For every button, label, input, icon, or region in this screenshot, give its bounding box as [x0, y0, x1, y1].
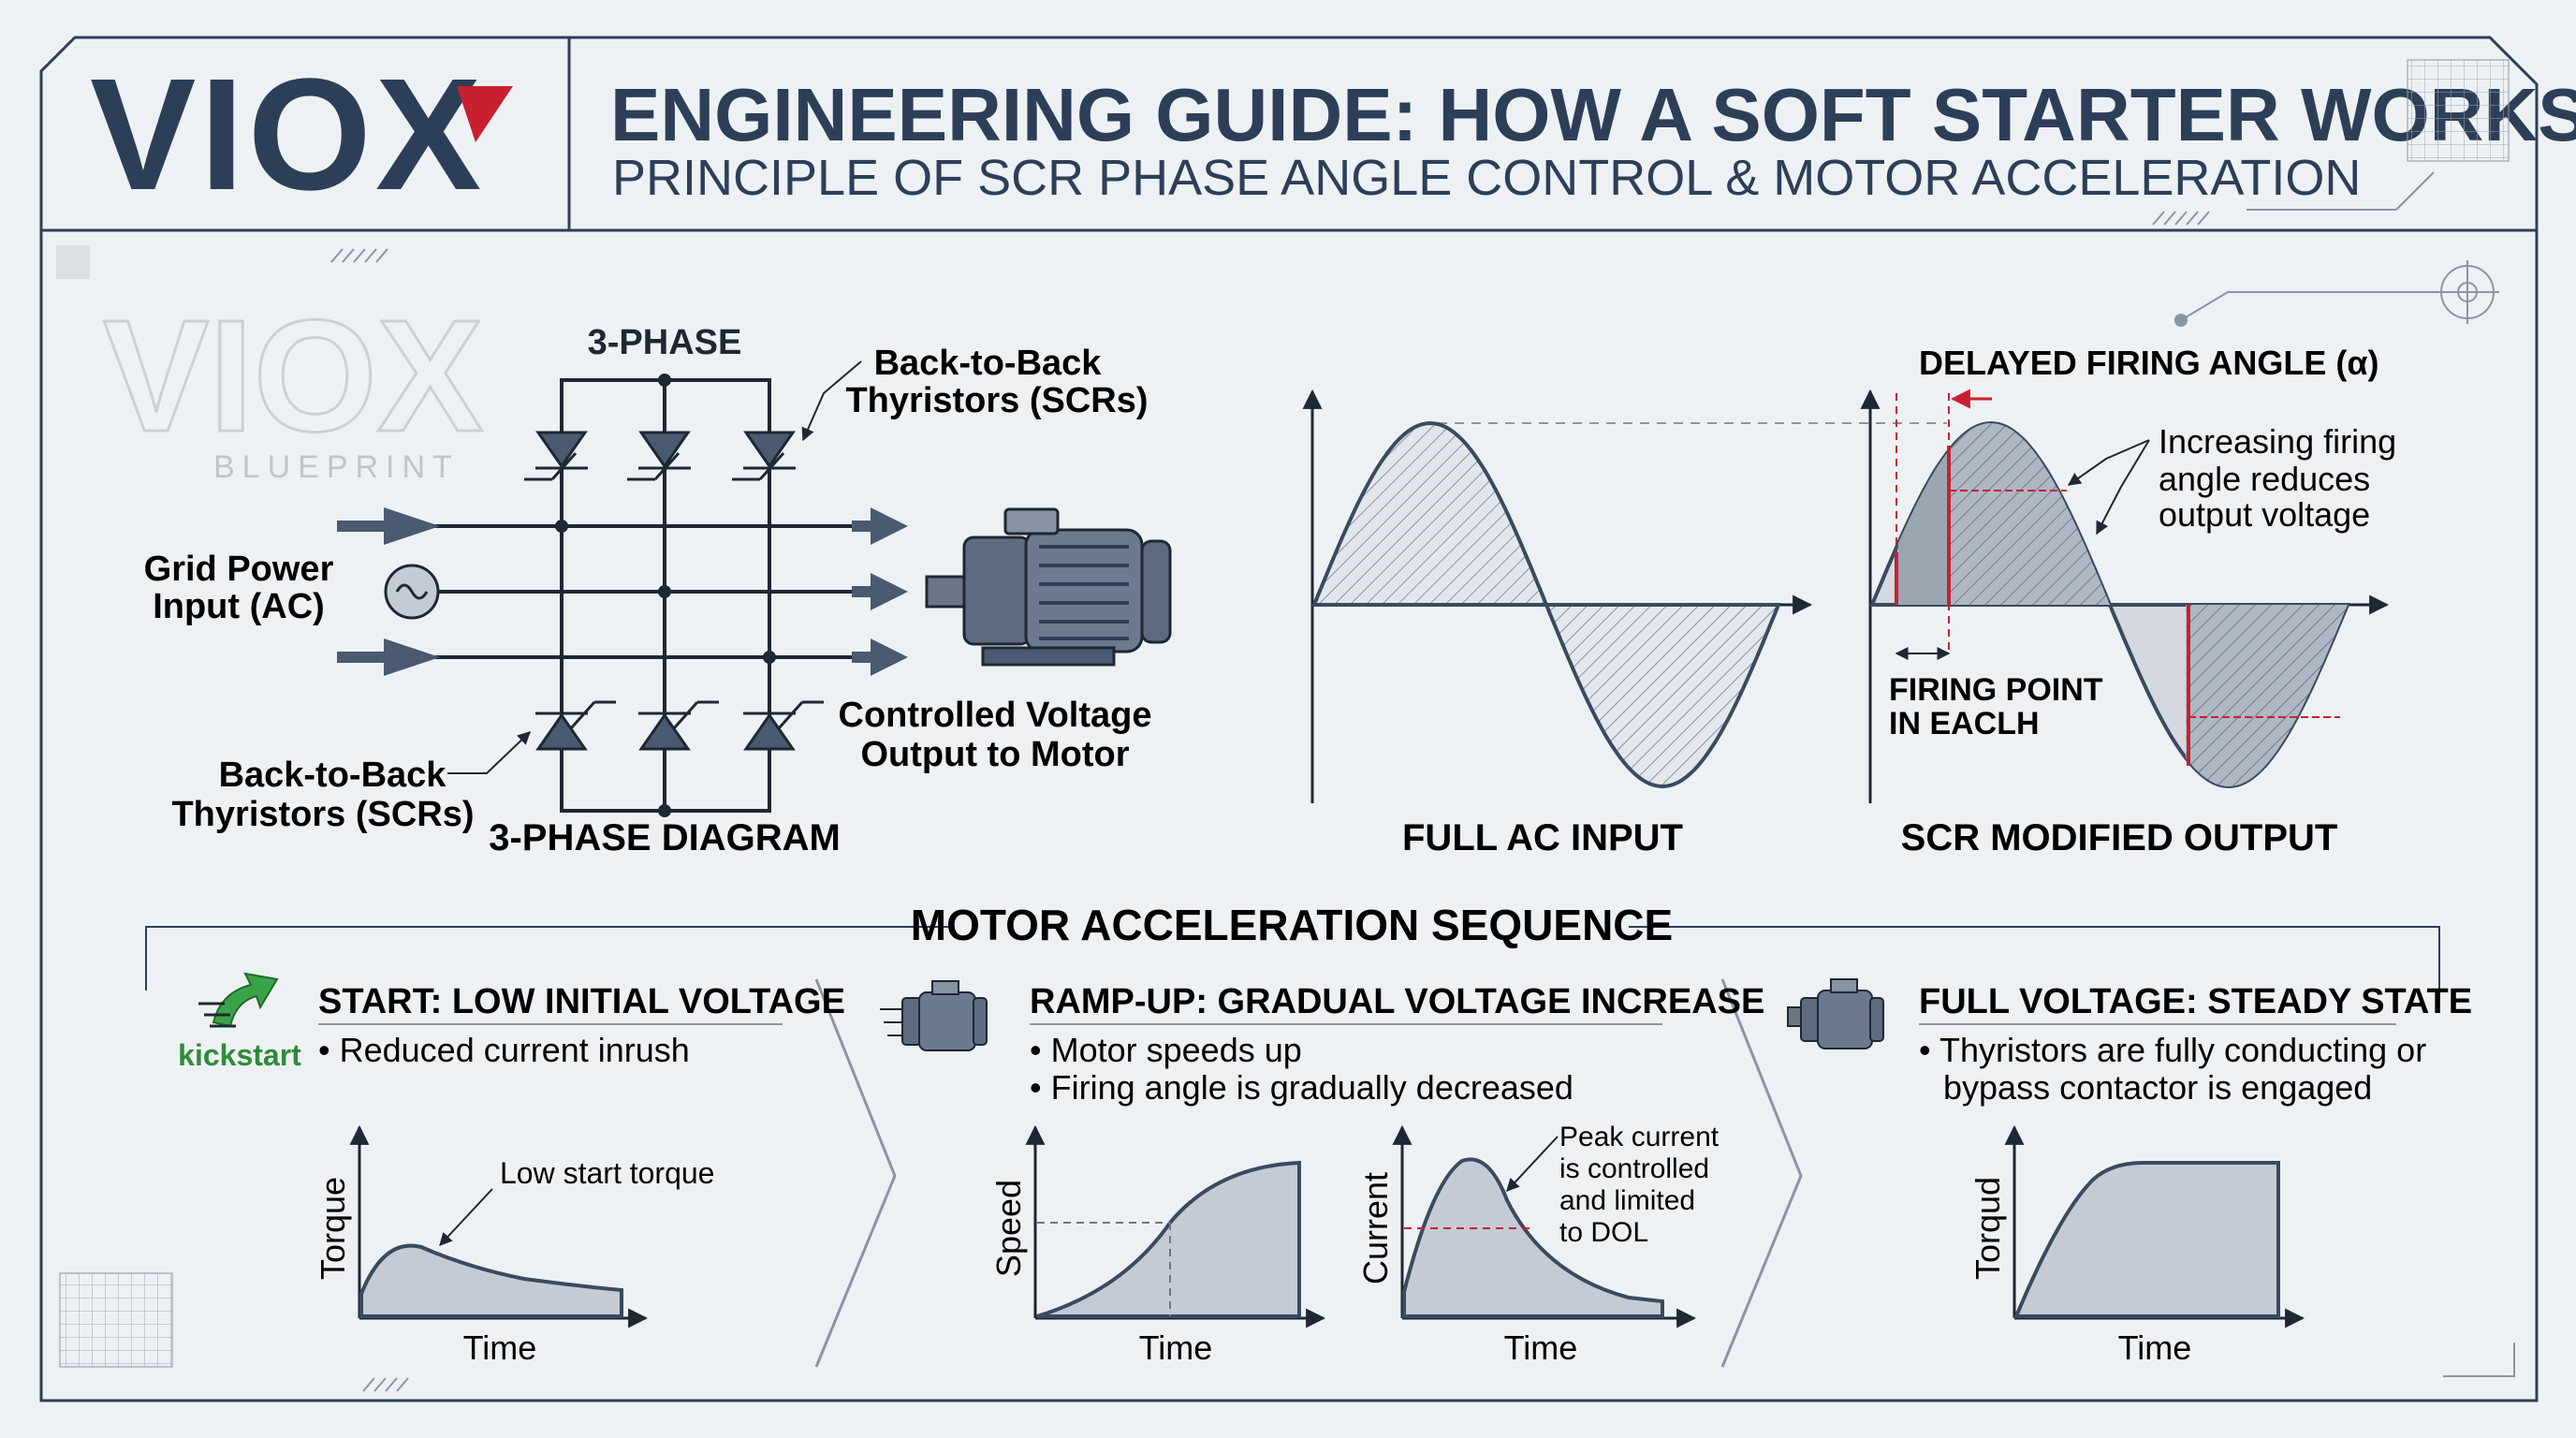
- top-scr-label-2: Thyristors (SCRs): [845, 381, 1148, 420]
- kickstart-arrow-icon: [212, 972, 279, 1028]
- header: VIOX ENGINEERING GUIDE: HOW A SOFT START…: [90, 46, 2576, 224]
- stage-full-title: FULL VOLTAGE: STEADY STATE: [1919, 982, 2472, 1021]
- increasing-note-1: Increasing firing: [2159, 422, 2396, 461]
- viox-logo: VIOX: [90, 46, 485, 224]
- low-torque-annotation: Low start torque: [500, 1156, 714, 1190]
- low-torque-leader: [439, 1188, 493, 1247]
- motor-icon: [925, 507, 1172, 667]
- peak-current-leader: [1506, 1136, 1559, 1193]
- watermark-tag: BLUEPRINT: [213, 449, 460, 485]
- ac-sine-wave: [1311, 420, 1781, 789]
- logo-red-accent: [457, 86, 513, 142]
- grid-decoration-bottom-left: [59, 1272, 173, 1368]
- stage-ramp-title: RAMP-UP: GRADUAL VOLTAGE INCREASE: [1030, 982, 1764, 1021]
- motor-small-icon: [880, 980, 988, 1051]
- three-phase-circuit: 3-PHASE: [144, 323, 1152, 858]
- bullet-text: Motor speeds up: [1051, 1031, 1302, 1069]
- stage-start: kickstart START: LOW INITIAL VOLTAGE • R…: [178, 972, 845, 1367]
- full-ac-caption: FULL AC INPUT: [1402, 817, 1683, 858]
- current-curve: [1402, 1157, 1664, 1318]
- firing-point-label-2: IN EACLH: [1889, 706, 2040, 741]
- outer-frame: [39, 36, 2539, 1402]
- current-chart-ylabel: Current: [1356, 1172, 1395, 1284]
- hatch-strip-decor: [330, 211, 2210, 1392]
- stage-full: FULL VOLTAGE: STEADY STATE • Thyristors …: [1787, 978, 2472, 1367]
- speed-chart-ylabel: Speed: [989, 1180, 1028, 1277]
- top-thyristors: [524, 431, 796, 481]
- scr-early-fire-region: [1897, 451, 1949, 605]
- circuit-caption: 3-PHASE DIAGRAM: [489, 817, 841, 858]
- stage-ramp-bullet-1: • Motor speeds up: [1030, 1031, 1302, 1069]
- header-deco-line-2: [2395, 171, 2435, 211]
- current-chart-xlabel: Time: [1504, 1328, 1578, 1367]
- input-arrows: [337, 507, 440, 676]
- peak-annotation-4: to DOL: [1559, 1217, 1648, 1248]
- bullet-text: Firing angle is gradually decreased: [1051, 1068, 1573, 1107]
- increasing-note-3: output voltage: [2159, 495, 2370, 534]
- stage-chevron-2: [1720, 978, 1803, 1368]
- speed-chart-xlabel: Time: [1139, 1328, 1213, 1367]
- corner-deco-bottom-right: [2443, 1343, 2515, 1377]
- bottom-scr-label-2: Thyristors (SCRs): [171, 795, 474, 834]
- full-torque-curve: [2012, 1161, 2280, 1318]
- stage-start-bullet-1: • Reduced current inrush: [318, 1031, 690, 1069]
- stage-start-title: START: LOW INITIAL VOLTAGE: [318, 982, 845, 1021]
- stage-full-bullet-2: bypass contactor is engaged: [1943, 1068, 2372, 1107]
- top-scr-leader: [801, 360, 862, 442]
- start-chart-xlabel: Time: [463, 1328, 537, 1367]
- output-label-1: Controlled Voltage: [839, 696, 1152, 735]
- peak-annotation-2: is controlled: [1559, 1153, 1709, 1184]
- firing-point-label-1: FIRING POINT: [1889, 672, 2103, 708]
- top-scr-label-1: Back-to-Back: [874, 344, 1103, 383]
- full-ac-waveform: FULL AC INPUT: [1302, 389, 1947, 858]
- page-title: ENGINEERING GUIDE: HOW A SOFT STARTER WO…: [610, 73, 2576, 156]
- watermark-frame: [56, 245, 90, 279]
- blueprint-watermark: VIOX BLUEPRINT: [56, 245, 485, 485]
- stage-chevron-1: [814, 978, 897, 1368]
- stage-full-bullet-1: • Thyristors are fully conducting or: [1919, 1031, 2426, 1069]
- bullet-text: Reduced current inrush: [340, 1031, 690, 1069]
- increasing-leader-2: [2096, 439, 2150, 536]
- bottom-scr-leader: [447, 731, 532, 774]
- bullet-text: Thyristors are fully conducting or: [1939, 1031, 2426, 1069]
- kickstart-label: kickstart: [178, 1038, 301, 1072]
- full-chart-xlabel: Time: [2118, 1328, 2192, 1367]
- increasing-leader-1: [2067, 439, 2150, 486]
- page-subtitle: PRINCIPLE OF SCR PHASE ANGLE CONTROL & M…: [612, 150, 2361, 206]
- motor-small-icon-2: [1787, 978, 1884, 1049]
- grid-label-1: Grid Power: [144, 550, 334, 589]
- output-label-2: Output to Motor: [860, 735, 1129, 774]
- sequence-title: MOTOR ACCELERATION SEQUENCE: [911, 901, 1673, 949]
- acceleration-sequence: MOTOR ACCELERATION SEQUENCE kickstart ST…: [145, 901, 2472, 1368]
- speed-lines-icon: [198, 1002, 236, 1028]
- peak-annotation-3: and limited: [1559, 1185, 1695, 1216]
- sequence-bracket-left: [145, 926, 955, 990]
- increasing-note-2: angle reduces: [2159, 460, 2370, 498]
- peak-annotation-1: Peak current: [1559, 1122, 1720, 1152]
- firing-angle-label: DELAYED FIRING ANGLE (α): [1919, 344, 2378, 382]
- bottom-scr-label-1: Back-to-Back: [219, 756, 447, 795]
- output-arrows: [852, 507, 908, 676]
- grid-decoration-top-right: [2407, 59, 2510, 162]
- speed-curve: [1036, 1160, 1301, 1318]
- sequence-bracket-right: [1629, 926, 2440, 990]
- stage-ramp: RAMP-UP: GRADUAL VOLTAGE INCREASE • Moto…: [880, 980, 1764, 1367]
- full-chart-ylabel: Torqud: [1969, 1177, 2007, 1280]
- stage-ramp-bullet-2: • Firing angle is gradually decreased: [1030, 1068, 1573, 1107]
- grid-label-2: Input (AC): [153, 587, 325, 626]
- decor-circuit: [2174, 260, 2499, 327]
- bottom-thyristors: [535, 700, 824, 751]
- scr-caption: SCR MODIFIED OUTPUT: [1901, 817, 2338, 858]
- scr-conducting-negative: [2186, 605, 2348, 786]
- start-torque-curve: [359, 1243, 623, 1318]
- start-chart-ylabel: Torque: [314, 1177, 352, 1280]
- three-phase-label: 3-PHASE: [588, 323, 742, 362]
- watermark-logo: VIOX: [103, 287, 483, 465]
- scr-output-waveform: DELAYED FIRING ANGLE (α) Increasing firi…: [1860, 344, 2396, 858]
- scr-conducting-positive: [1948, 423, 2110, 605]
